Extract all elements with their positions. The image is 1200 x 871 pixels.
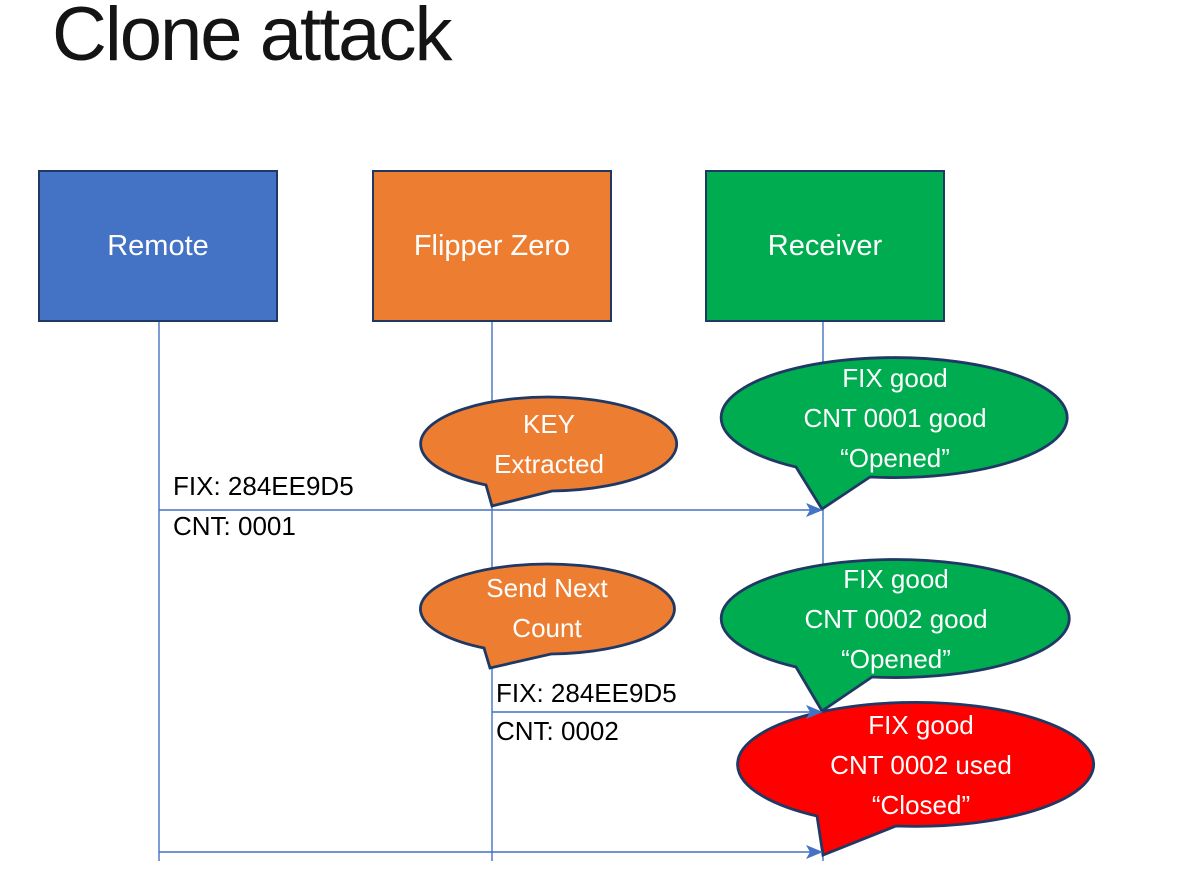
callout-shape-key-extracted (419, 395, 679, 508)
callout-line: CNT 0002 good (804, 604, 988, 634)
callout-line: CNT 0002 used (830, 750, 1012, 780)
callout-line: Count (512, 613, 582, 643)
actor-label-remote: Remote (107, 229, 209, 262)
callout-line: “Opened” (841, 644, 951, 674)
actor-label-receiver: Receiver (767, 229, 883, 262)
callout-line: Extracted (494, 449, 604, 479)
callout-line: KEY (522, 409, 576, 439)
callout-line: Send Next (486, 573, 608, 603)
actor-box-remote: Remote (38, 170, 278, 322)
callout-line: CNT 0001 good (803, 403, 987, 433)
callout-shape-closed-0002 (736, 700, 1095, 857)
callout-line: FIX good (868, 710, 974, 740)
callout-shape-send-next-count (419, 562, 676, 670)
message-2-cnt-label: CNT: 0002 (496, 716, 619, 746)
message-1-fix-label: FIX: 284EE9D5 (173, 471, 354, 501)
callout-shape-opened-0002 (719, 558, 1071, 713)
actor-label-flipper-zero: Flipper Zero (413, 229, 571, 262)
callout-line: FIX good (842, 363, 948, 393)
callout-line: “Opened” (840, 443, 950, 473)
callout-line: “Closed” (871, 790, 971, 820)
message-1-cnt-label: CNT: 0001 (173, 511, 296, 541)
callout-send-next-count: Send Next Count (427, 568, 667, 648)
arrowhead-3 (806, 845, 823, 859)
arrowhead-1 (806, 503, 823, 517)
callout-line: FIX good (843, 564, 949, 594)
actor-box-receiver: Receiver (705, 170, 945, 322)
callout-key-extracted: KEY Extracted (429, 404, 669, 484)
message-2-fix-label: FIX: 284EE9D5 (496, 678, 677, 708)
callout-opened-0002: FIX good CNT 0002 good “Opened” (766, 559, 1026, 679)
arrowhead-2 (806, 705, 823, 719)
slide-title: Clone attack (52, 0, 452, 77)
callout-closed-0002: FIX good CNT 0002 used “Closed” (791, 705, 1051, 825)
actor-box-flipper-zero: Flipper Zero (372, 170, 612, 322)
callout-opened-0001: FIX good CNT 0001 good “Opened” (765, 358, 1025, 478)
callout-shape-opened-0001 (719, 356, 1069, 511)
